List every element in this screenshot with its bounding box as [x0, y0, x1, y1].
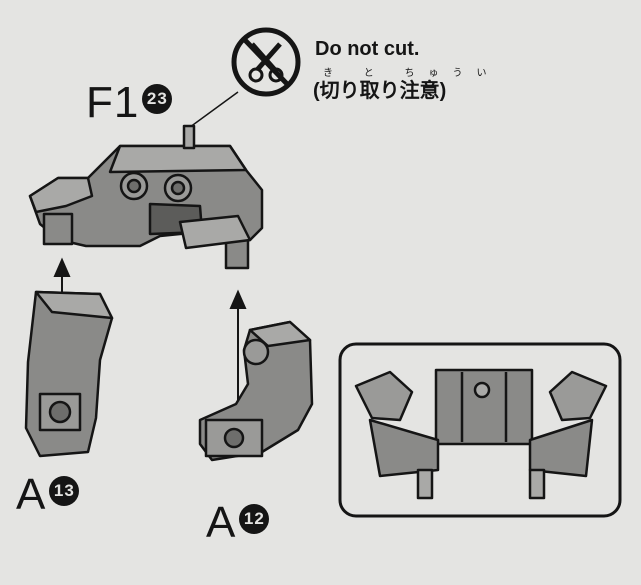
no-cut-icon: [231, 27, 301, 97]
leader-line: [185, 91, 239, 131]
part-a13-shape: [24, 290, 114, 458]
warning-ruby: き と ちゅうい: [323, 68, 501, 79]
part-number-badge: 12: [239, 504, 270, 535]
part-number-badge: 13: [49, 476, 80, 507]
part-letter: A: [16, 470, 47, 519]
warning-text-en: Do not cut.: [315, 38, 420, 60]
part-letter: A: [206, 498, 237, 547]
warning-text-jp: (切り取り注意): [313, 80, 447, 102]
part-f1-shape: [28, 124, 264, 270]
part-letter: F1: [86, 78, 140, 127]
part-a12-shape: [198, 320, 314, 462]
part-number-badge: 23: [142, 84, 173, 115]
completed-view-inset: [338, 342, 622, 518]
